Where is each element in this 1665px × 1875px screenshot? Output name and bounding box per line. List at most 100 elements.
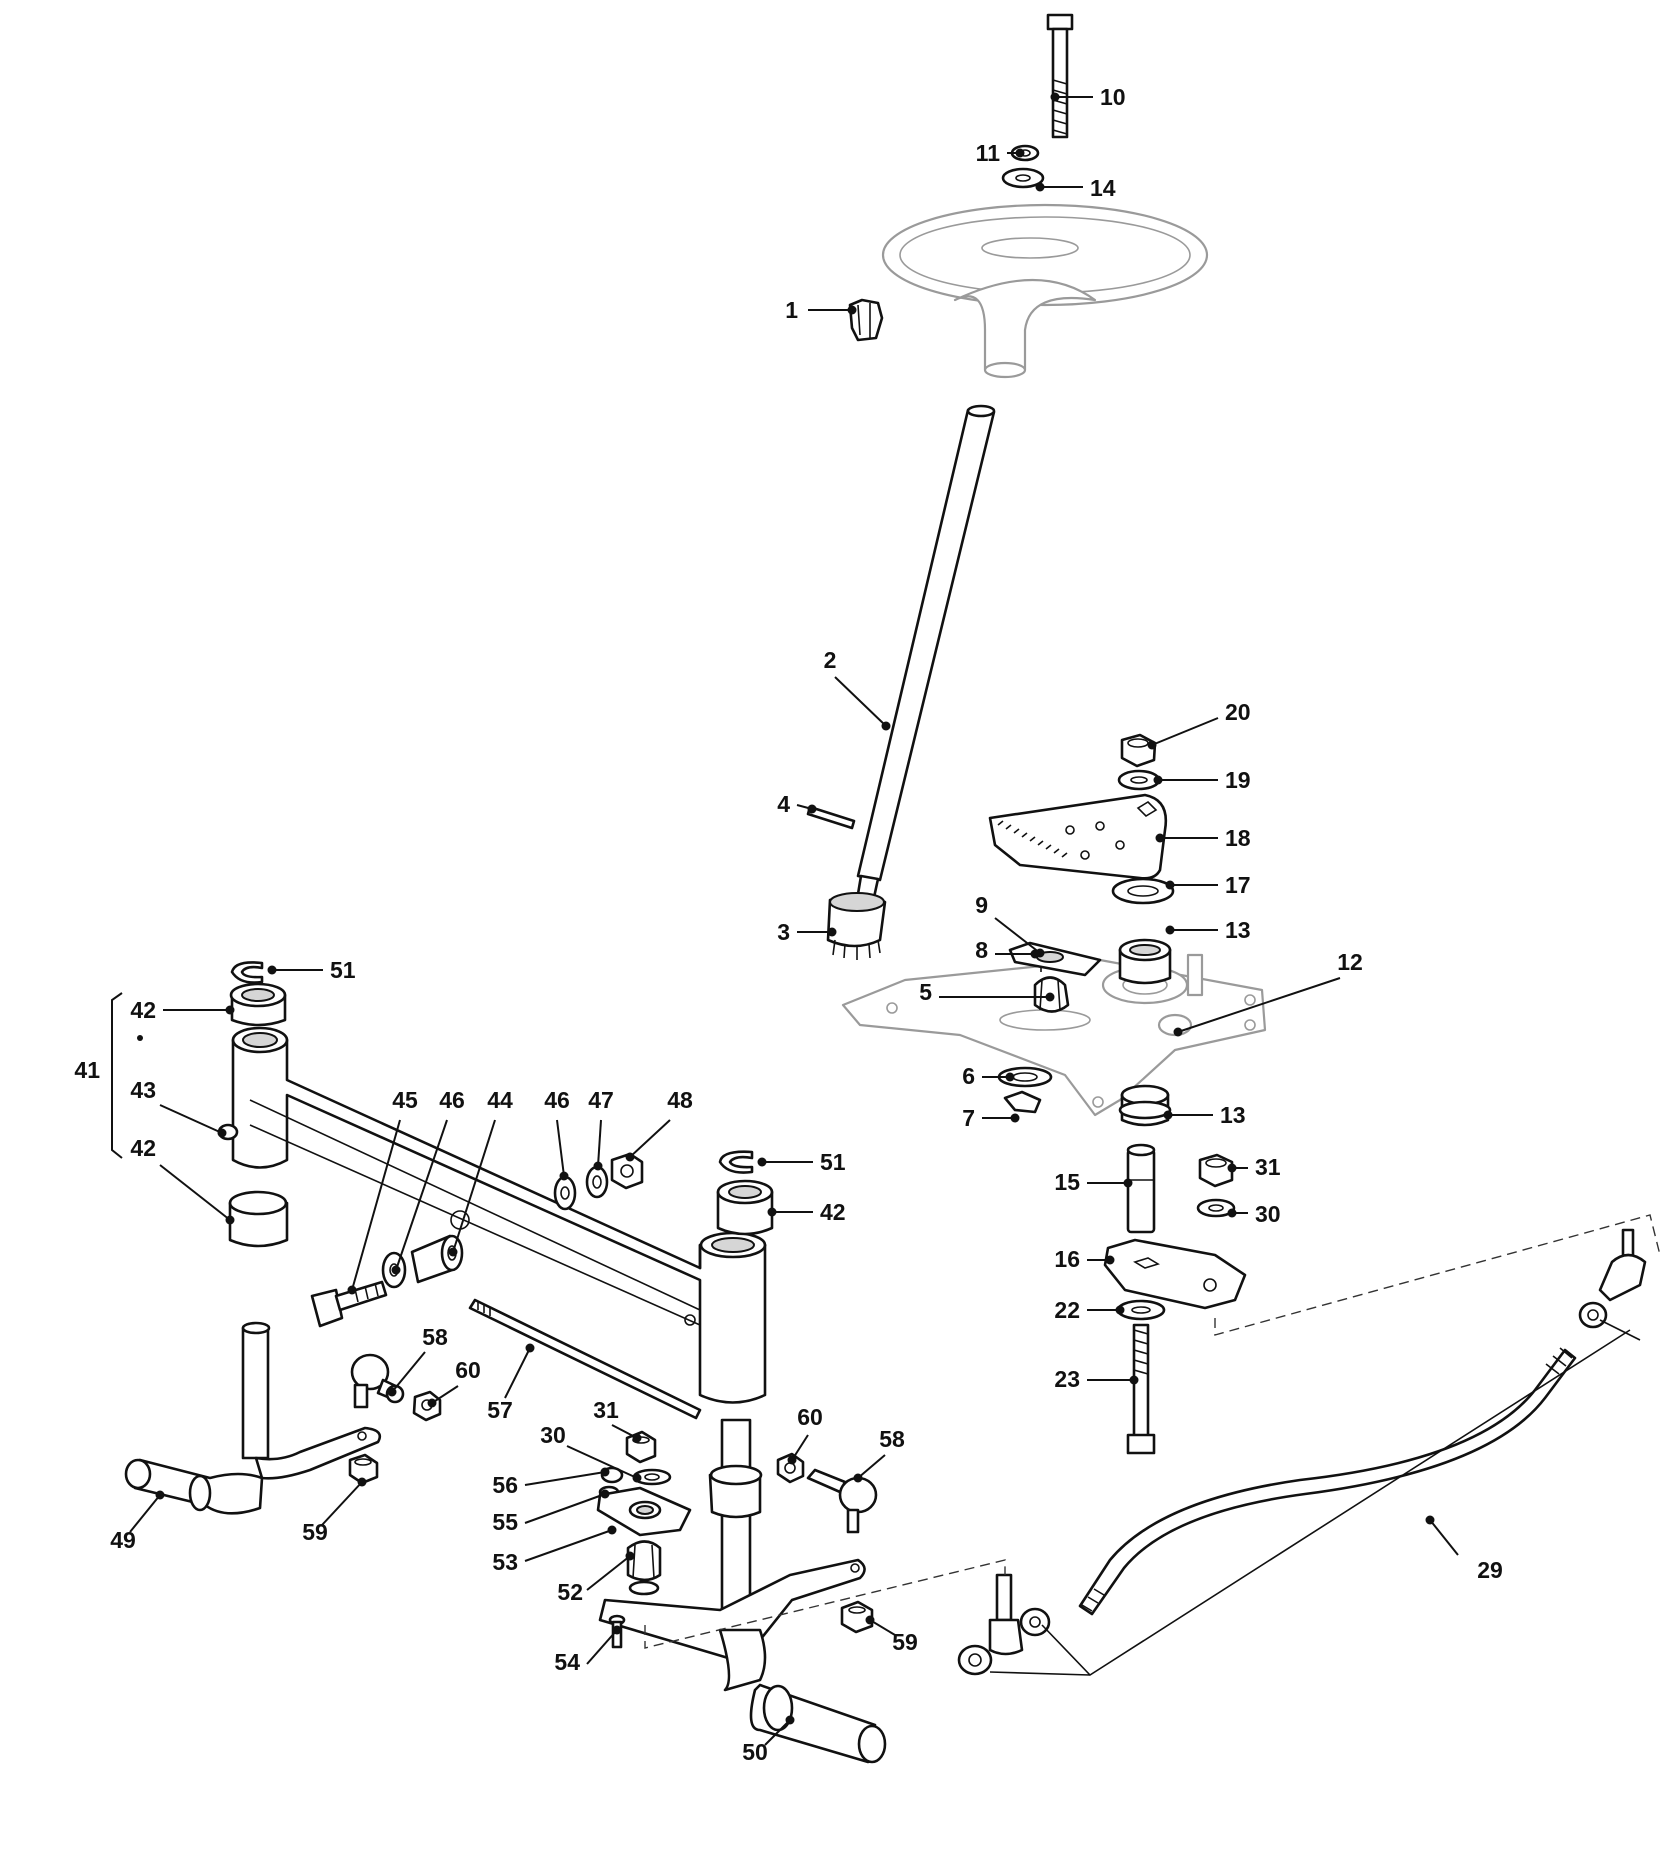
part-label-p30b: 30: [540, 1422, 566, 1448]
leader-dot-p49: [155, 1490, 165, 1500]
part-label-p13b: 13: [1220, 1102, 1246, 1128]
bushing-42-lower-left: [228, 1190, 289, 1248]
leader-dot-p17: [1165, 880, 1175, 890]
part-label-p29: 29: [1477, 1557, 1503, 1583]
leader-dot-p15: [1123, 1178, 1133, 1188]
leader-line-p31b: [611, 1424, 638, 1439]
pinion-gear-3: [826, 892, 887, 960]
part-label-p42a: 42: [130, 997, 156, 1023]
washer-30-left: [632, 1468, 672, 1486]
leader-dot-p51b: [757, 1157, 767, 1167]
part-label-p15: 15: [1054, 1169, 1080, 1195]
clip-51-right: [718, 1150, 754, 1174]
leader-dot-p11: [1015, 148, 1025, 158]
leader-line-p53: [524, 1529, 613, 1562]
bushing-13-lower: [1118, 1084, 1172, 1127]
part-label-p13a: 13: [1225, 917, 1251, 943]
leader-dot-p10: [1050, 92, 1060, 102]
leader-line-p46a: [395, 1119, 448, 1271]
leader-dot-p48: [625, 1152, 635, 1162]
part-label-p19: 19: [1225, 767, 1251, 793]
part-label-p1: 1: [785, 297, 798, 323]
part-label-p2: 2: [824, 647, 837, 673]
leader-dot-p5: [1045, 992, 1055, 1002]
nut-59-right: [840, 1600, 874, 1634]
bracket-53: [596, 1486, 692, 1537]
part-label-p52: 52: [557, 1579, 583, 1605]
part-label-p47: 47: [588, 1087, 614, 1113]
part-label-p60b: 60: [797, 1404, 823, 1430]
leader-dot-p13a: [1165, 925, 1175, 935]
part-label-p60a: 60: [455, 1357, 481, 1383]
leader-dot-p46a: [391, 1265, 401, 1275]
leader-dot-p29: [1425, 1515, 1435, 1525]
part-label-p55: 55: [492, 1509, 518, 1535]
bolt-23: [1126, 1323, 1156, 1455]
bolt-10: [1046, 13, 1074, 139]
leader-line-p57: [504, 1347, 531, 1399]
spindle-50: [598, 1418, 887, 1764]
leader-dot-p2: [881, 721, 891, 731]
part-label-p48: 48: [667, 1087, 693, 1113]
part-label-p57: 57: [487, 1397, 513, 1423]
clip-51-left: [230, 961, 264, 984]
leader-line-p29: [1429, 1519, 1459, 1556]
part-label-p54: 54: [554, 1649, 580, 1675]
tie-rod-end-left: [957, 1573, 1051, 1676]
steering-shaft-2: [855, 404, 996, 904]
part-label-p17: 17: [1225, 872, 1251, 898]
part-label-p58a: 58: [422, 1324, 448, 1350]
rod-57: [468, 1298, 702, 1420]
leader-line-p20: [1151, 717, 1219, 746]
leader-line-p60b: [791, 1434, 809, 1461]
leader-dot-p58b: [853, 1473, 863, 1483]
part-label-p53: 53: [492, 1549, 518, 1575]
part-label-p46a: 46: [439, 1087, 465, 1113]
washer-14: [1001, 167, 1045, 189]
leader-dot-p47: [593, 1161, 603, 1171]
bolt-45: [310, 1280, 388, 1328]
leader-dot-p60b: [787, 1455, 797, 1465]
part-label-p3: 3: [777, 919, 790, 945]
washer-46-right: [553, 1175, 577, 1211]
leader-dot-p53: [607, 1525, 617, 1535]
part-label-p4: 4: [777, 791, 790, 817]
part-label-p31a: 31: [1255, 1154, 1281, 1180]
leader-line-p48: [629, 1119, 671, 1158]
bushing-42-right: [716, 1179, 774, 1236]
ball-joint-58-left: [350, 1353, 405, 1409]
part-label-p46b: 46: [544, 1087, 570, 1113]
part-label-p49: 49: [110, 1527, 136, 1553]
part-label-p42b: 42: [820, 1199, 846, 1225]
part-label-p11: 11: [976, 140, 1001, 166]
leader-dot-p16: [1105, 1255, 1115, 1265]
washer-19: [1117, 769, 1161, 791]
leader-line-p58a: [391, 1351, 426, 1393]
leader-dot-p57: [525, 1343, 535, 1353]
part-label-p59b: 59: [892, 1629, 918, 1655]
leader-dot-p30b: [632, 1473, 642, 1483]
leader-dot-p13b: [1163, 1110, 1173, 1120]
leader-dot-p22: [1115, 1305, 1125, 1315]
part-label-p8: 8: [975, 937, 988, 963]
leader-dot-p31b: [632, 1433, 642, 1443]
part-label-p22: 22: [1054, 1297, 1080, 1323]
part-label-p16: 16: [1054, 1246, 1080, 1272]
part-label-p58b: 58: [879, 1426, 905, 1452]
part-label-p6: 6: [962, 1063, 975, 1089]
nut-20: [1120, 733, 1157, 768]
washer-47: [585, 1165, 609, 1199]
leader-line-p54: [586, 1629, 618, 1665]
leader-dot-p8: [1030, 949, 1040, 959]
part-label-p20: 20: [1225, 699, 1251, 725]
leader-dot-p51a: [267, 965, 277, 975]
leader-dot-p50: [785, 1715, 795, 1725]
part-label-p56: 56: [492, 1472, 518, 1498]
group-bracket-41: [111, 992, 143, 1159]
spacer-15: [1126, 1143, 1156, 1234]
leader-line-p47: [597, 1119, 602, 1167]
ball-joint-58-right: [806, 1468, 878, 1534]
leader-line-p43: [159, 1104, 223, 1134]
